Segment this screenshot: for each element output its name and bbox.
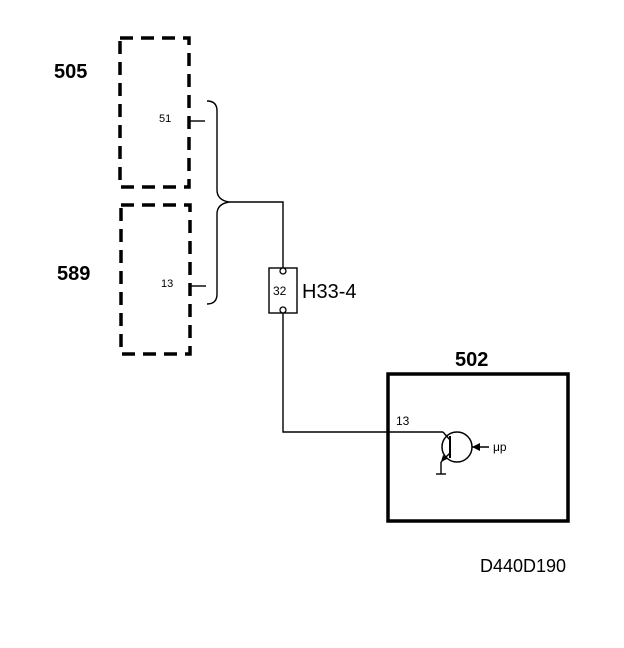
component-502: 502 13 μp	[386, 349, 570, 523]
component-505-label: 505	[54, 61, 87, 83]
component-589-label: 589	[57, 263, 90, 285]
splice-brace	[206, 100, 230, 305]
component-589-box	[119, 203, 192, 356]
component-505: 505 51	[54, 36, 205, 189]
connector-bottom-terminal	[279, 306, 287, 314]
component-502-pin: 13	[396, 414, 410, 428]
component-502-label: 502	[455, 349, 488, 371]
connector-label: H33-4	[302, 281, 356, 303]
component-589: 589 13	[57, 203, 206, 356]
component-589-pin: 13	[161, 278, 173, 290]
connector-pin: 32	[273, 284, 287, 298]
connector-h33-4: 32 H33-4	[268, 267, 356, 314]
component-505-pin: 51	[159, 113, 171, 125]
component-502-box	[386, 372, 570, 523]
signal-label: μp	[493, 440, 507, 454]
connector-top-terminal	[279, 267, 287, 275]
drawing-code: D440D190	[480, 556, 566, 576]
wire-to-connector	[229, 201, 284, 268]
transistor-icon	[436, 431, 489, 475]
component-505-box	[118, 36, 191, 189]
connector-body	[268, 267, 298, 314]
